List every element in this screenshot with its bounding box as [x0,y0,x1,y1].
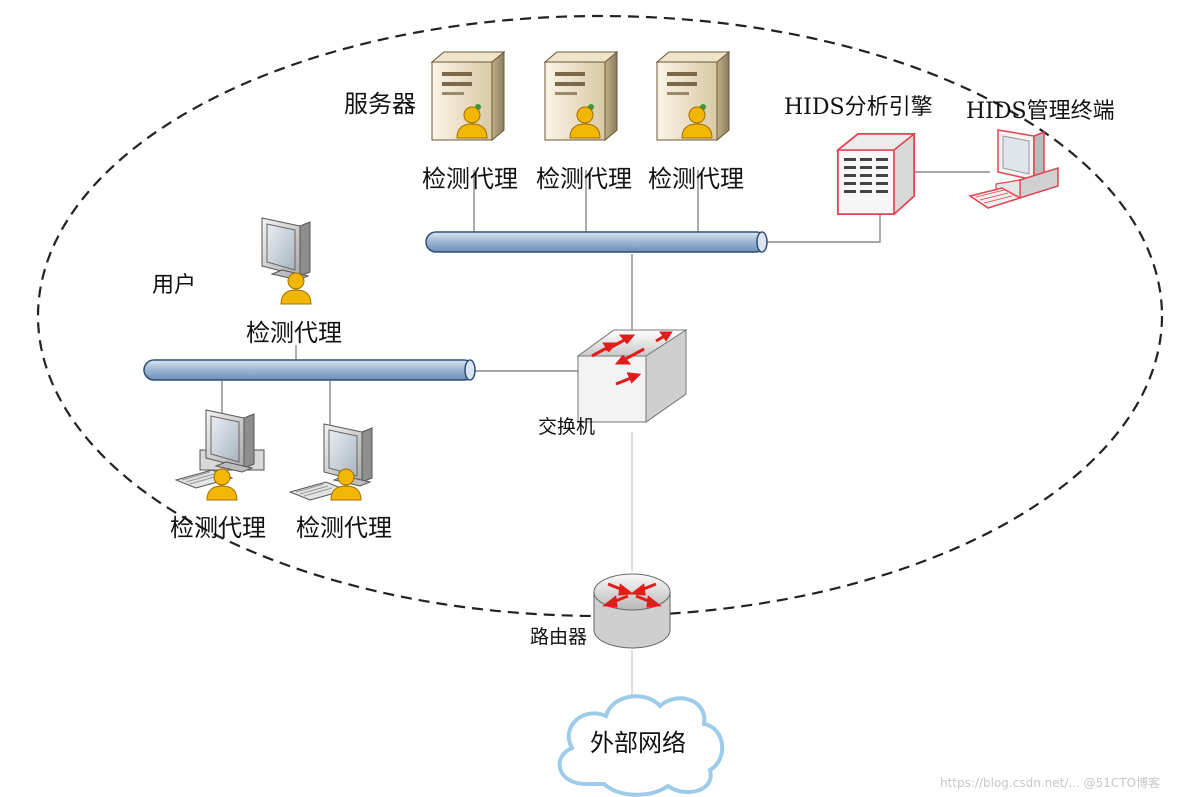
server-1-agent-label: 检测代理 [422,165,518,193]
servers-label: 服务器 [344,90,416,118]
server-2 [544,51,618,141]
user-pc-top [261,217,312,305]
user-bottom-right-agent-label: 检测代理 [296,514,392,542]
user-top-agent-label: 检测代理 [246,319,342,347]
switch-device [576,329,688,423]
server-2-agent-label: 检测代理 [536,165,632,193]
user-bottom-left-agent-label: 检测代理 [170,514,266,542]
router-label: 路由器 [530,626,588,648]
hids-terminal-label: HIDS管理终端 [966,99,1115,124]
server-3 [656,51,730,141]
external-network-cloud [557,694,725,797]
watermark: https://blog.csdn.net/... @51CTO博客 [940,776,1161,790]
external-network-label: 外部网络 [590,729,686,757]
hids-engine-label: HIDS分析引擎 [784,95,933,120]
connection-lines [221,170,990,702]
server-3-agent-label: 检测代理 [648,165,744,193]
users-label: 用户 [152,273,197,298]
user-bus [143,359,476,381]
user-pc-bottom-left [175,409,265,501]
switch-label: 交换机 [538,416,596,438]
hids-terminal-device [968,129,1059,209]
server-1 [431,51,505,141]
hids-engine-device [835,132,917,216]
server-bus [425,231,768,253]
router-device [593,573,671,649]
user-pc-bottom-right [289,423,373,501]
